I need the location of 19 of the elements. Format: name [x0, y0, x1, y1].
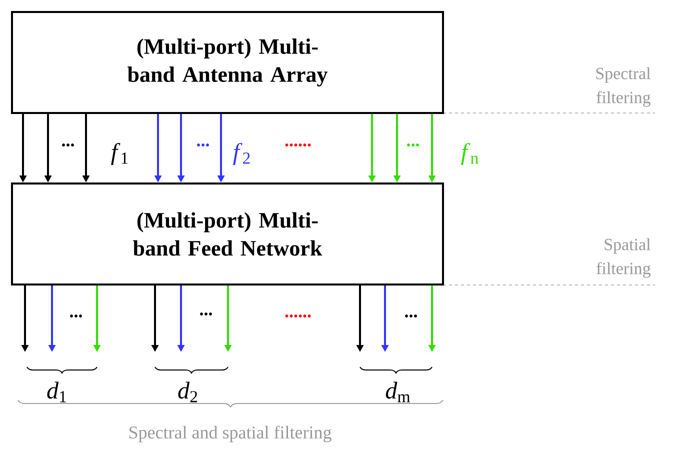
group-label: d$_{1}$	[47, 382, 66, 402]
ellipsis: ...	[70, 314, 82, 318]
ellipsis: ...	[405, 314, 417, 318]
block-box: (Multi-port) Multi-band Feed Network	[11, 182, 444, 286]
ellipsis: ...	[197, 144, 209, 146]
ellipsis: ......	[285, 314, 311, 318]
ellipsis: ...	[407, 144, 419, 146]
group-label: d$_{m}$	[386, 382, 410, 402]
side-note: Spectral filtering	[596, 67, 650, 107]
frequency-label: f$_{n}$	[461, 143, 478, 165]
ellipsis: ...	[62, 144, 74, 146]
group-label: d$_{2}$	[178, 382, 198, 402]
frequency-label: f$_{2}$	[233, 143, 250, 165]
side-note: Spatial filtering	[596, 238, 650, 278]
frequency-label: f$_{1}$	[111, 143, 128, 165]
caption-text: Spectral and spatial filtering	[130, 426, 332, 442]
block-box: (Multi-port) Multi-band Antenna Array	[11, 11, 444, 114]
ellipsis: ......	[285, 144, 311, 146]
ellipsis: ...	[200, 312, 212, 316]
